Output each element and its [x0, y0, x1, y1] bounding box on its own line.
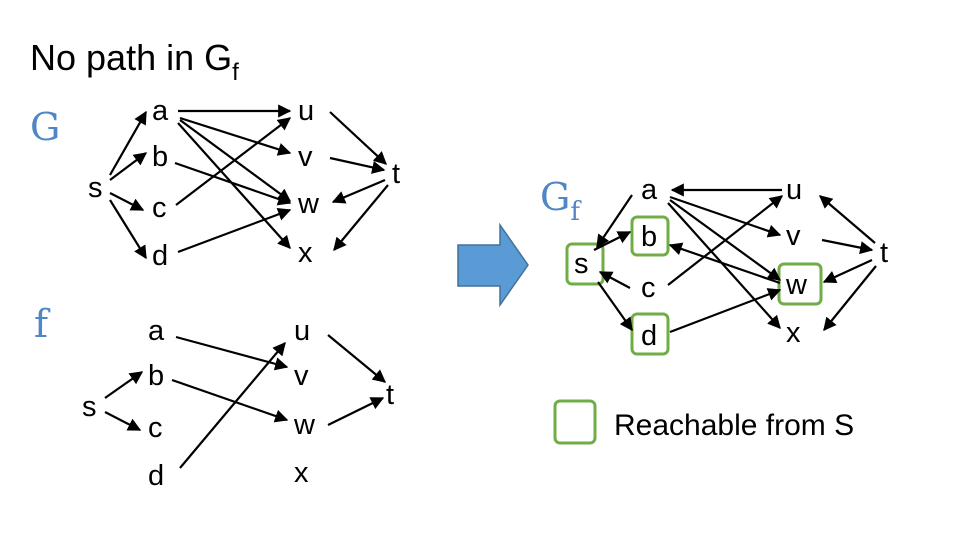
gf-edge-s-d: [597, 281, 633, 332]
gf-node-u: u: [786, 174, 802, 206]
g-edge-s-d: [109, 199, 147, 260]
f-node-b: b: [148, 360, 164, 392]
graph-g-label: G: [30, 105, 60, 149]
f-node-v: v: [294, 360, 309, 392]
gf-edge-w-b: [668, 242, 781, 285]
g-node-v: v: [298, 141, 313, 173]
gf-node-s: s: [574, 248, 589, 280]
f-node-d: d: [148, 460, 164, 492]
legend: Reachable from S: [553, 399, 854, 445]
f-edge-d-u: [179, 341, 286, 469]
f-edge-s-b: [104, 371, 144, 399]
gf-edge-a-s: [596, 194, 633, 249]
highlight-box-d: [630, 312, 670, 356]
g-edge-c-u: [175, 117, 292, 206]
gf-node-w: w: [785, 269, 808, 301]
graph-gf-label: Gf: [540, 175, 582, 227]
g-edge-v-t: [329, 156, 386, 174]
g-node-t: t: [392, 158, 400, 190]
g-node-u: u: [298, 95, 314, 127]
graph-f: f s a b c d u v w x t: [34, 302, 394, 492]
gf-edge-c-s: [598, 271, 631, 289]
page-title-subscript: f: [232, 59, 239, 86]
g-edge-b-w: [174, 161, 292, 206]
graph-gf-label-main: G: [540, 175, 570, 219]
g-edge-t-w: [331, 178, 386, 204]
gf-node-b: b: [641, 221, 657, 253]
gf-node-x: x: [786, 317, 801, 349]
f-edge-a-w: [175, 335, 289, 371]
gf-node-t: t: [880, 237, 888, 269]
f-node-w: w: [293, 409, 316, 441]
g-node-w: w: [297, 188, 320, 220]
f-edge-u-t: [327, 334, 387, 383]
page-title-main: No path in G: [30, 37, 232, 78]
f-node-t: t: [386, 379, 394, 411]
gf-edge-d-w: [669, 288, 782, 334]
g-node-a: a: [152, 95, 169, 127]
g-node-c: c: [152, 192, 167, 224]
g-edge-a-x: [177, 122, 291, 249]
g-edge-t-x: [333, 184, 389, 252]
graph-gf-label-subscript: f: [570, 197, 582, 227]
f-edge-w-t: [327, 397, 385, 426]
gf-edge-t-u: [818, 195, 876, 244]
f-node-x: x: [294, 457, 309, 489]
highlight-box-w: [777, 262, 823, 306]
g-edge-s-c: [109, 192, 145, 211]
transform-arrow: [457, 222, 529, 308]
g-node-b: b: [152, 141, 168, 173]
g-edge-s-b: [109, 152, 148, 181]
page-title: No path in Gf: [30, 37, 239, 86]
g-edge-s-a: [109, 110, 147, 176]
g-node-d: d: [152, 240, 168, 272]
gf-edge-t-x: [823, 265, 877, 332]
gf-node-d: d: [641, 320, 657, 352]
g-edge-u-t: [329, 111, 387, 165]
g-node-s: s: [88, 172, 103, 204]
gf-node-v: v: [786, 220, 801, 252]
g-edge-d-w: [177, 207, 292, 254]
gf-edge-a-v: [669, 195, 782, 238]
f-node-a: a: [148, 315, 165, 347]
gf-edge-s-b: [593, 231, 632, 251]
graph-f-label: f: [34, 302, 51, 346]
f-node-u: u: [294, 315, 310, 347]
gf-edge-c-u: [667, 195, 784, 286]
highlight-box-b: [630, 215, 670, 257]
highlight-box-s: [565, 242, 605, 286]
f-node-s: s: [82, 391, 97, 423]
legend-swatch: [553, 399, 597, 445]
f-edge-s-c: [104, 411, 142, 431]
gf-node-a: a: [641, 174, 658, 206]
f-node-c: c: [148, 412, 163, 444]
g-edge-a-v: [179, 116, 292, 156]
gf-edge-a-x: [667, 202, 781, 329]
gf-edge-t-w: [822, 259, 873, 284]
graph-g: G s a b c d u v w x t: [30, 95, 400, 272]
f-edge-b-w: [171, 378, 289, 423]
legend-label: Reachable from S: [614, 409, 854, 442]
graph-gf: Gf s a b c d u v w x t: [540, 174, 888, 356]
g-node-x: x: [298, 237, 313, 269]
gf-edge-v-t: [821, 238, 874, 255]
gf-node-c: c: [641, 272, 656, 304]
